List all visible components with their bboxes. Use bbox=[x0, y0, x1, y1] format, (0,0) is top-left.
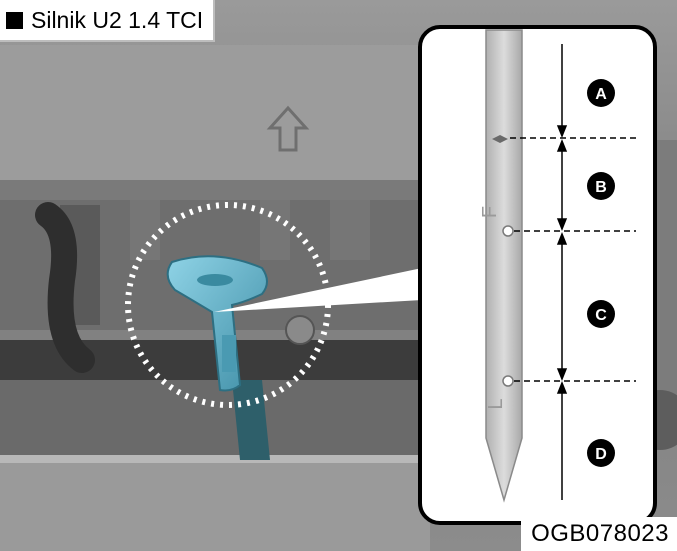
svg-text:B: B bbox=[595, 179, 607, 196]
range-label-d: D bbox=[587, 439, 615, 467]
callout-pointer bbox=[214, 268, 422, 312]
engine-title: Silnik U2 1.4 TCI bbox=[0, 0, 216, 42]
range-label-a: A bbox=[587, 79, 615, 107]
dipstick-tube bbox=[232, 380, 270, 460]
dipstick-detail-panel bbox=[418, 25, 657, 525]
svg-text:A: A bbox=[595, 86, 607, 103]
top-notch bbox=[492, 135, 508, 143]
range-label-c: C bbox=[587, 300, 615, 328]
bullet-square-icon bbox=[6, 11, 23, 29]
dipstick-blade bbox=[485, 29, 523, 503]
low-mark: L bbox=[485, 398, 507, 409]
range-label-b: B bbox=[587, 172, 615, 200]
engine-hose bbox=[0, 340, 430, 380]
full-hole bbox=[502, 225, 514, 237]
figure-code: OGB078023 bbox=[521, 517, 677, 551]
engine-cover bbox=[0, 45, 430, 195]
rubber-hose bbox=[35, 202, 95, 373]
engine-title-text: Silnik U2 1.4 TCI bbox=[31, 6, 204, 33]
range-arrows bbox=[556, 44, 568, 500]
low-hole bbox=[502, 375, 514, 387]
full-mark: F bbox=[479, 206, 501, 218]
bolt bbox=[285, 315, 315, 345]
arrow-emboss bbox=[266, 105, 310, 152]
svg-text:C: C bbox=[595, 307, 607, 324]
figure-code-text: OGB078023 bbox=[531, 520, 669, 547]
dipstick-handle bbox=[166, 255, 268, 392]
svg-text:D: D bbox=[595, 446, 607, 463]
